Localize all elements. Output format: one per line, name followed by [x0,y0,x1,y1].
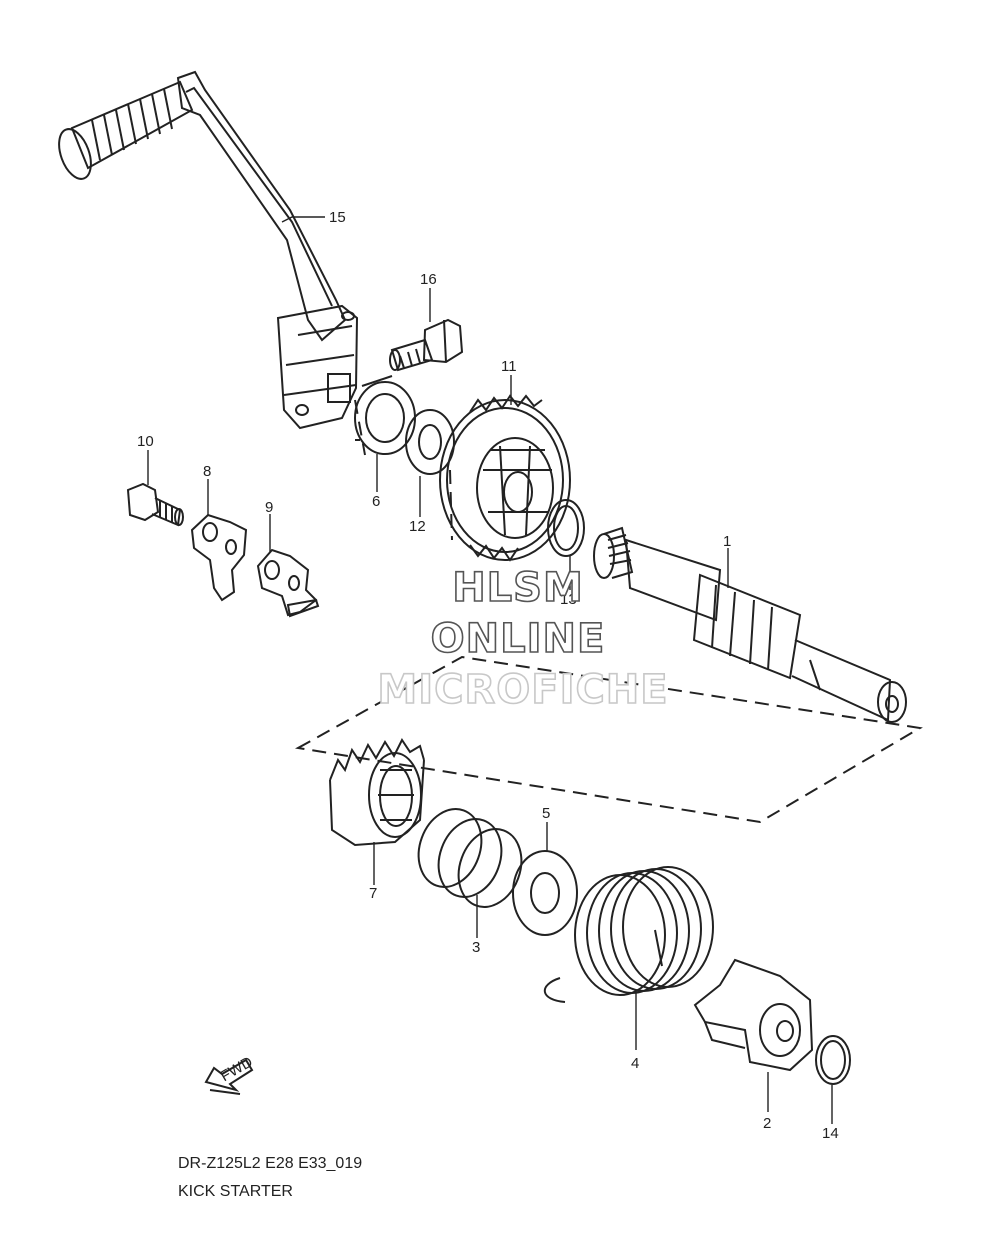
part-4-return-spring [543,866,714,1003]
callout-2: 2 [763,1115,771,1132]
watermark-line-2: ONLINE [431,616,606,662]
callout-11: 11 [501,358,517,375]
callout-1: 1 [723,533,731,550]
part-9-guide-plate [256,548,320,618]
callout-9: 9 [265,499,273,516]
callout-14: 14 [822,1125,839,1142]
callout-5: 5 [542,805,550,822]
part-2-retainer [693,958,814,1072]
leader-lines [147,216,833,1124]
part-15-kick-lever [58,70,359,430]
diagram-code: DR-Z125L2 E28 E33_019 [178,1155,363,1172]
watermark-line-1: HLSM [452,565,584,611]
callout-labels: 1 2 3 4 5 6 7 8 9 10 11 12 13 14 15 16 [137,209,839,1142]
watermark-line-3: MICROFICHE [377,667,668,713]
callout-7: 7 [369,885,377,902]
callout-12: 12 [409,518,426,535]
watermark: HLSM ONLINE MICROFICHE [377,564,669,714]
part-12-washer [405,409,455,475]
callout-6: 6 [372,493,380,510]
part-7-drive-gear [329,738,425,847]
callout-16: 16 [420,271,437,288]
assembly-outline [294,655,923,824]
diagram-title: KICK STARTER [178,1183,293,1200]
part-11-kick-gear [439,394,571,562]
callout-13: 13 [560,591,577,608]
part-5-washer [512,850,578,936]
fwd-arrow-icon [204,1058,254,1095]
callout-15: 15 [329,209,346,226]
callout-8: 8 [203,463,211,480]
part-1-kick-shaft [593,526,907,723]
part-10-bolt [126,482,184,527]
part-8-guide-plate [190,513,248,602]
callout-10: 10 [137,433,154,450]
part-14-circlip [815,1035,851,1085]
callout-3: 3 [472,939,480,956]
callout-4: 4 [631,1055,639,1072]
part-13-washer [547,499,585,557]
part-16-bolt [389,318,464,372]
